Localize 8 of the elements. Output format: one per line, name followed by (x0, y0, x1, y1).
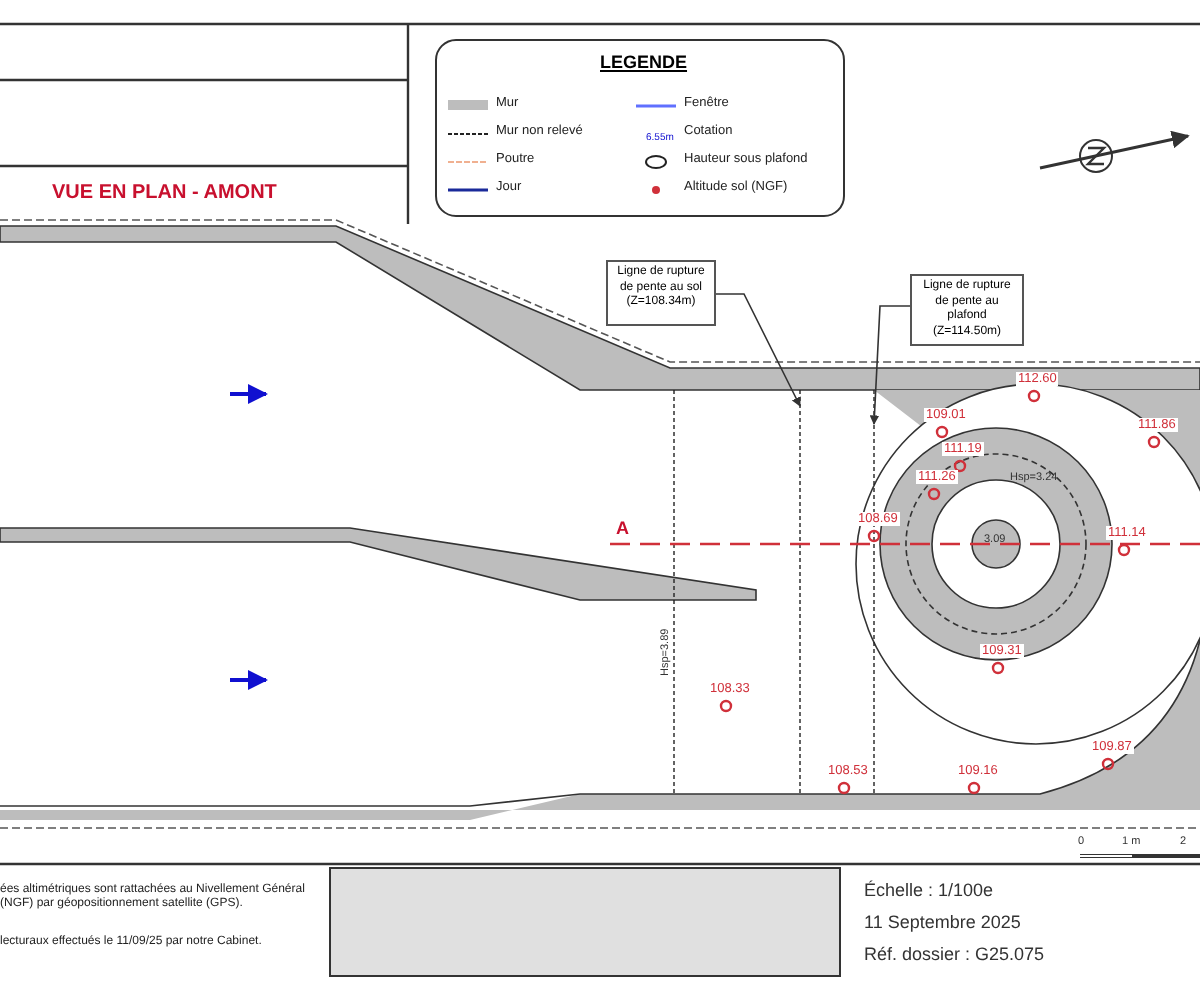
title-block-text: 11 Septembre 2025 (864, 912, 1021, 932)
leader-line (715, 293, 801, 407)
legend-heading: LEGENDE (600, 52, 688, 72)
section-mark: A (616, 518, 629, 538)
title-block-text: Échelle : 1/100e (864, 880, 994, 900)
title-block-text: Réf. dossier : G25.075 (864, 944, 1045, 964)
view-title: VUE EN PLAN - AMONT (52, 182, 277, 204)
leader-line (869, 305, 911, 425)
